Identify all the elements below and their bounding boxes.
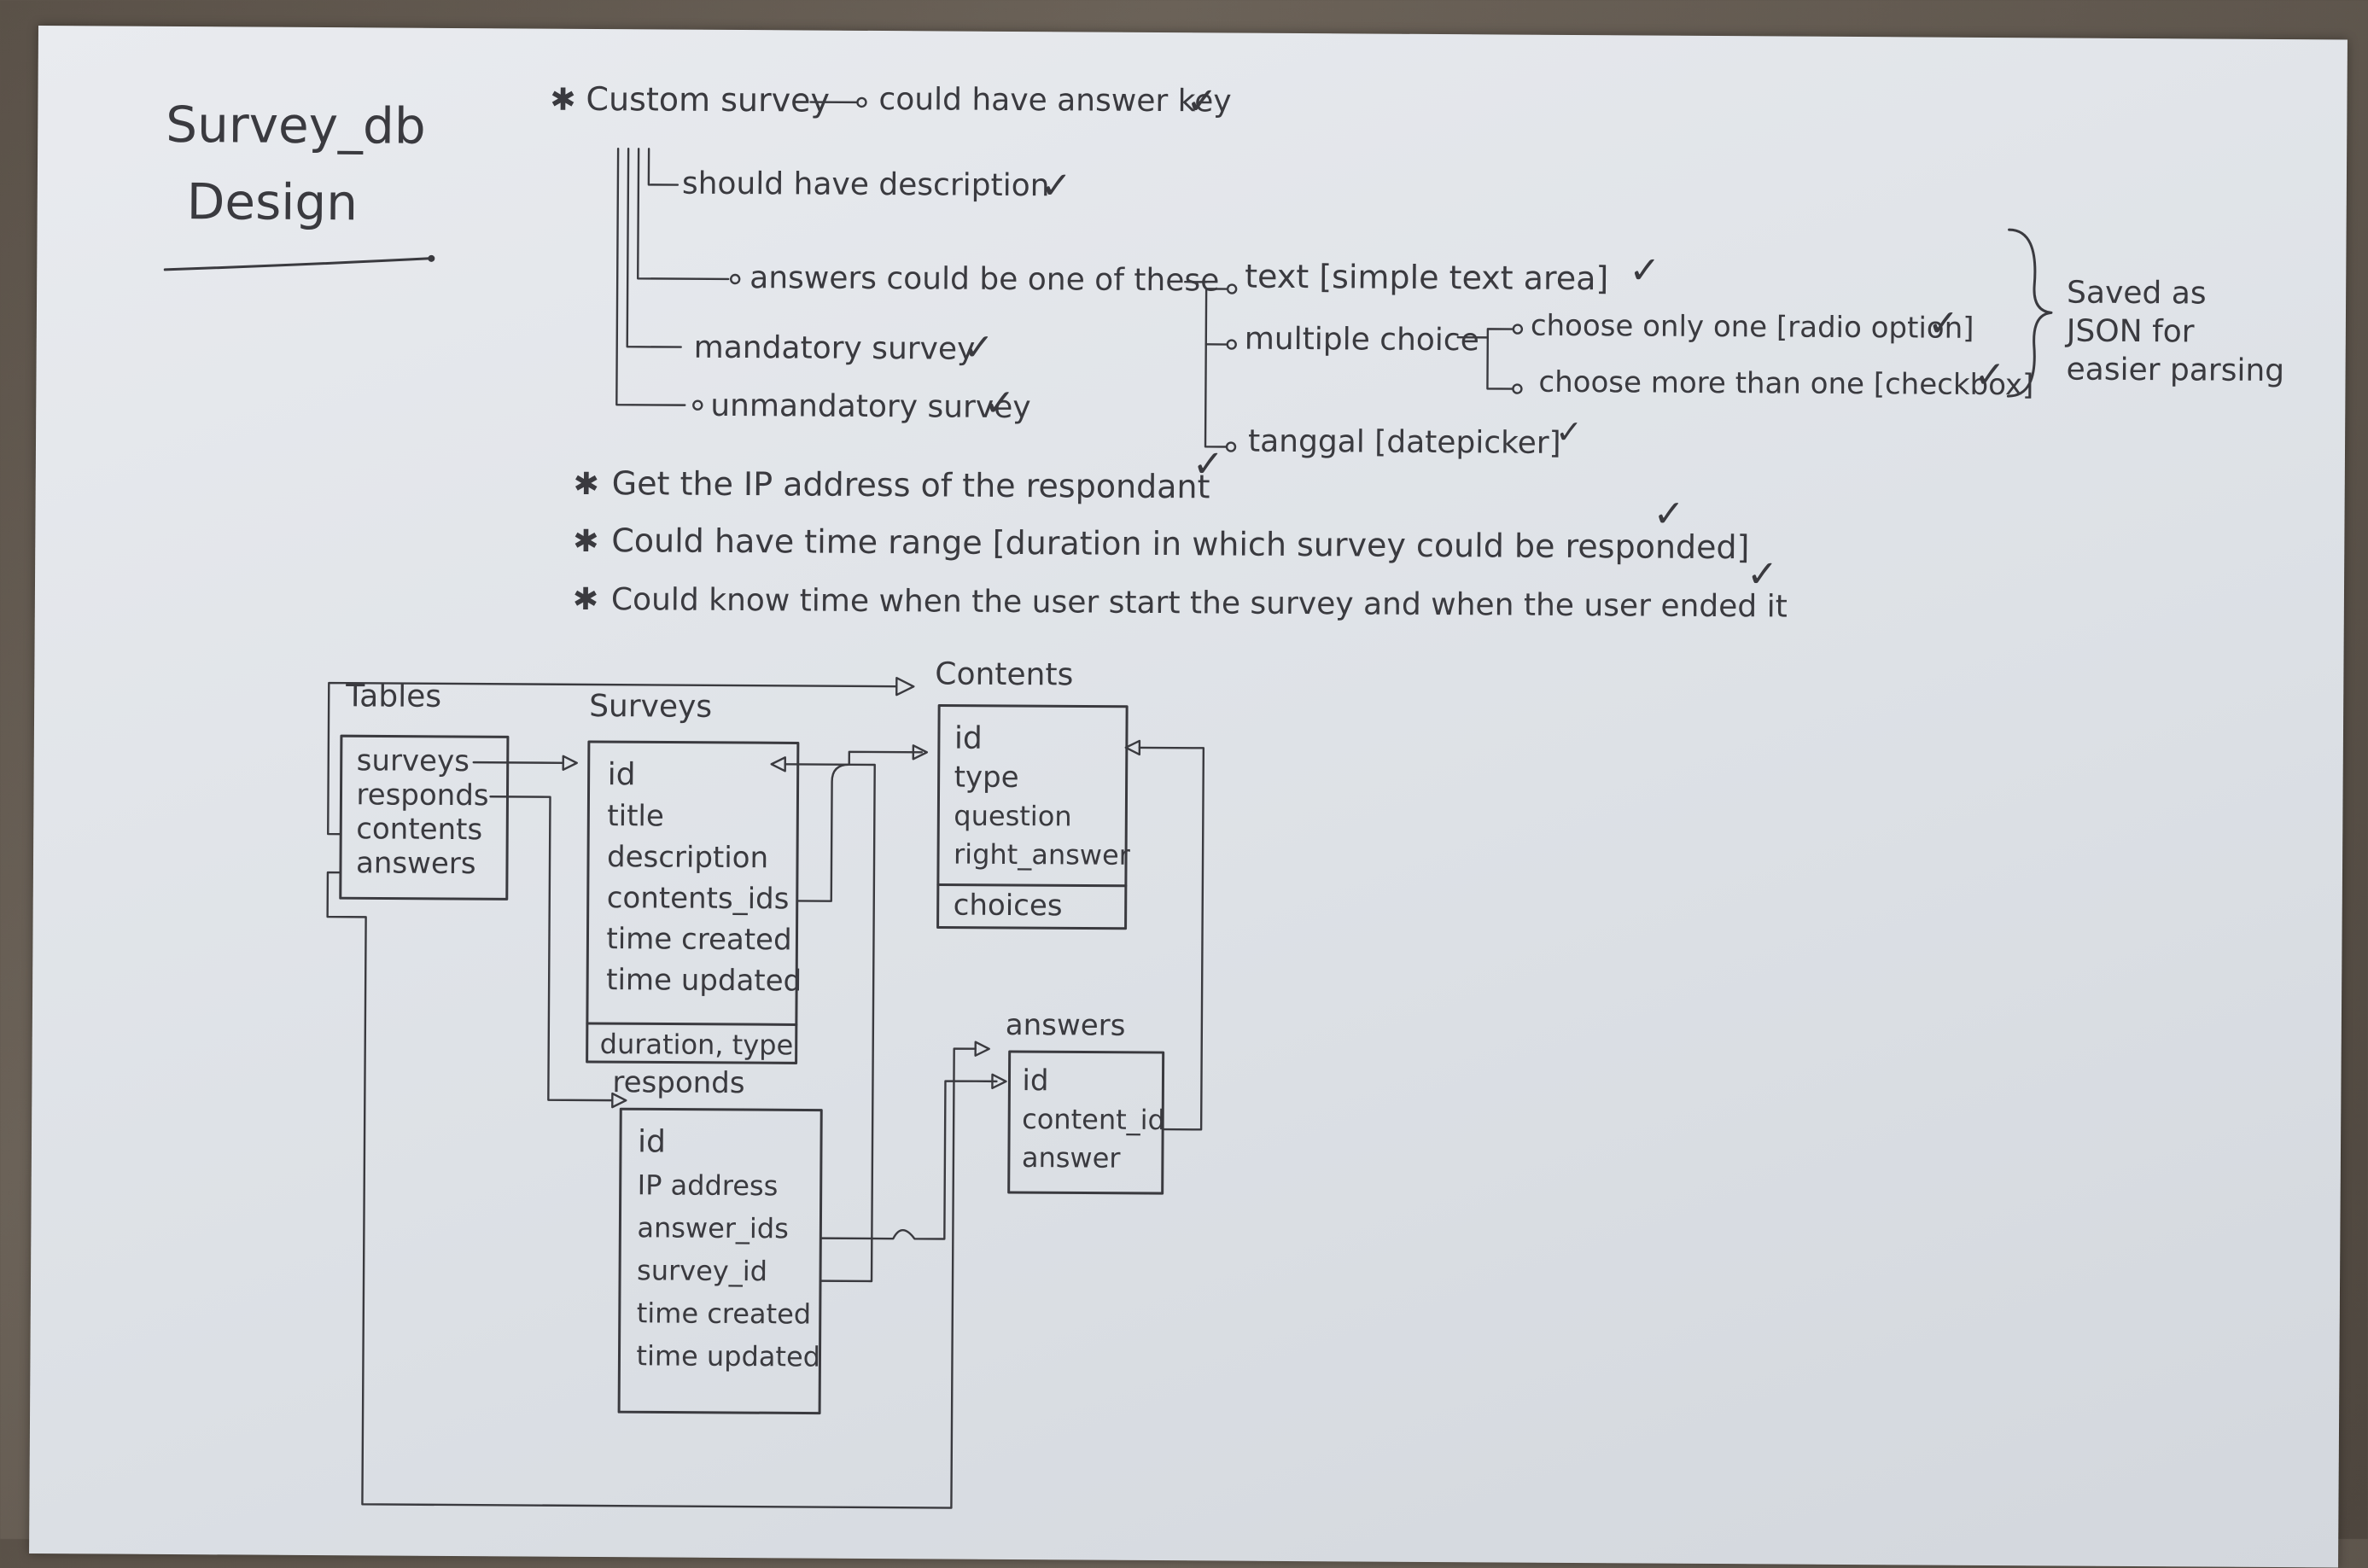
tables-index-row-surveys: surveys <box>357 743 470 778</box>
check-choose-one: ✓ <box>1928 302 1959 346</box>
dot-choose-one <box>1514 325 1522 334</box>
note-tanggal: tanggal [datepicker] <box>1248 424 1561 461</box>
note-multiple-choice: multiple choice <box>1245 322 1479 358</box>
contents-field-type: type <box>954 761 1019 795</box>
underline-dot <box>428 255 435 262</box>
note-time-know: Could know time when the user start the … <box>611 582 1788 624</box>
tables-index-row-contents: contents <box>356 812 482 847</box>
responds-title: responds <box>612 1065 744 1100</box>
contents-footer: choices <box>954 889 1063 924</box>
arrow-head-answer-key <box>857 98 866 107</box>
note-saved-line3: easier parsing <box>2066 353 2284 389</box>
dot-choose-more <box>1513 385 1521 393</box>
note-mandatory: mandatory survey <box>694 330 976 367</box>
bullet-time-range: ✱ <box>573 524 598 559</box>
responds-field-ip: IP address <box>638 1169 779 1202</box>
check-text-type: ✓ <box>1629 248 1660 292</box>
bracket-choice-options <box>1487 329 1513 388</box>
surveys-field-time-updated: time updated <box>606 963 802 998</box>
note-answer-key: could have answer key <box>878 82 1231 119</box>
check-time-range: ✓ <box>1653 493 1684 536</box>
tables-index-row-answers: answers <box>356 846 476 881</box>
note-time-range: Could have time range [duration in which… <box>611 522 1749 566</box>
surveys-field-contents-ids: contents_ids <box>607 881 790 916</box>
note-custom-survey: Custom survey <box>586 80 830 119</box>
link-contents-ids <box>797 751 922 901</box>
title-underline <box>165 257 429 271</box>
title-line-2: Design <box>187 172 359 231</box>
dot-tanggal <box>1227 443 1235 452</box>
surveys-divider <box>587 1023 796 1024</box>
bullet-ip: ✱ <box>574 467 599 502</box>
note-ip-address: Get the IP address of the respondant <box>612 464 1210 505</box>
contents-field-right-answer: right_answer <box>954 838 1131 871</box>
arrowhead-answers <box>976 1042 989 1056</box>
surveys-field-time-created: time created <box>606 922 791 957</box>
bullet-custom: ✱ <box>550 83 575 118</box>
tree-line-description <box>649 149 678 184</box>
title-line-1: Survey_db <box>166 96 426 155</box>
check-tanggal: ✓ <box>1555 413 1583 451</box>
surveys-field-id: id <box>608 757 636 792</box>
dot-answers <box>731 275 739 283</box>
link-tables-to-surveys <box>474 762 563 763</box>
tree-line-mandatory <box>627 149 682 347</box>
responds-field-time-created: time created <box>637 1297 812 1330</box>
arrowhead-survey-id <box>772 757 785 771</box>
note-answers-one-of: answers could be one of these <box>749 260 1219 298</box>
responds-field-id: id <box>638 1124 666 1159</box>
dot-text-type <box>1228 285 1236 294</box>
surveys-field-description: description <box>607 840 768 875</box>
paper-sheet: Survey_db Design ✱ Custom survey could h… <box>29 26 2348 1567</box>
bullet-time-know: ✱ <box>573 582 598 617</box>
arrowhead-surveys <box>563 756 577 770</box>
tables-index-row-responds: responds <box>356 778 488 813</box>
link-content-id <box>1137 748 1204 1129</box>
answers-field-answer: answer <box>1022 1141 1122 1175</box>
note-choose-more: choose more than one [checkbox] <box>1538 365 2033 403</box>
answers-field-content-id: content_id <box>1022 1103 1165 1136</box>
contents-title: Contents <box>935 656 1073 692</box>
bracket-answer-types <box>1205 289 1228 446</box>
answers-field-id: id <box>1022 1064 1048 1098</box>
check-ip: ✓ <box>1193 442 1224 486</box>
link-answer-ids <box>820 1081 996 1239</box>
surveys-footer: duration, type <box>600 1028 794 1061</box>
check-description: ✓ <box>1041 164 1072 207</box>
dot-unmandatory <box>693 401 702 410</box>
note-saved-line1: Saved as <box>2067 276 2207 312</box>
check-answer-key: ✓ <box>1186 79 1217 123</box>
check-mandatory: ✓ <box>963 326 994 370</box>
check-time-know: ✓ <box>1747 552 1778 596</box>
surveys-title: Surveys <box>589 689 712 725</box>
note-description: should have description <box>682 166 1050 204</box>
note-text-type: text [simple text area] <box>1245 258 1608 298</box>
note-saved-line2: JSON for <box>2065 314 2195 350</box>
responds-field-time-updated: time updated <box>636 1339 820 1373</box>
design-sketch: Survey_db Design ✱ Custom survey could h… <box>29 26 2348 1567</box>
contents-field-question: question <box>954 800 1071 833</box>
contents-field-id: id <box>954 721 983 756</box>
dot-multiple-choice <box>1228 341 1236 349</box>
responds-field-answer-ids: answer_ids <box>637 1211 789 1244</box>
note-choose-one: choose only one [radio option] <box>1531 309 1974 346</box>
arrowhead-contents <box>896 678 913 695</box>
responds-field-survey-id: survey_id <box>637 1254 767 1287</box>
check-unmandatory: ✓ <box>983 382 1015 425</box>
check-choose-more: ✓ <box>1974 353 2005 397</box>
surveys-field-title: title <box>607 799 664 833</box>
contents-divider <box>938 884 1126 885</box>
answers-title: answers <box>1006 1008 1126 1043</box>
